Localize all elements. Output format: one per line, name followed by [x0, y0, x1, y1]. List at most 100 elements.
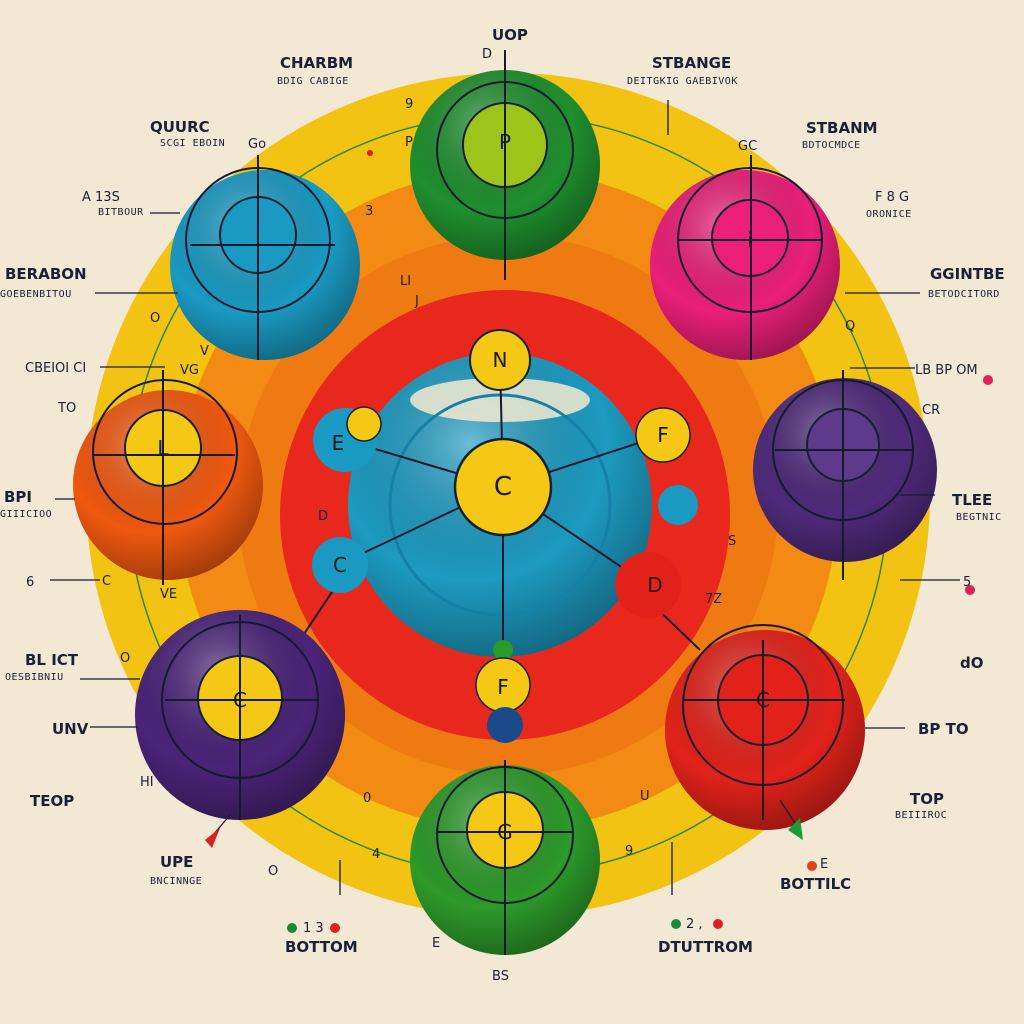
sphere-letter: C — [756, 688, 770, 712]
svg-text:CHARBM: CHARBM — [280, 54, 353, 72]
svg-text:BS: BS — [492, 969, 509, 984]
svg-text:E: E — [332, 431, 345, 455]
svg-text:GIIICIOO: GIIICIOO — [0, 509, 52, 520]
dot — [807, 861, 817, 871]
sphere-letter: i — [840, 438, 846, 462]
sphere-top: P — [410, 50, 600, 275]
particle-e: E — [313, 406, 382, 472]
particle-f-right: F — [635, 407, 691, 463]
svg-text:BOTTILC: BOTTILC — [780, 875, 851, 893]
svg-text:6: 6 — [26, 575, 34, 590]
sphere-left: L — [73, 370, 263, 585]
svg-text:P: P — [405, 135, 413, 150]
particle-c-left: C — [312, 537, 368, 593]
svg-text:STBANGE: STBANGE — [652, 54, 731, 72]
red-dot — [367, 150, 373, 156]
particle-small-cyan — [658, 485, 698, 525]
svg-text:F 8 G: F 8 G — [875, 190, 909, 205]
svg-text:F: F — [657, 423, 669, 447]
svg-text:C: C — [102, 574, 111, 589]
svg-text:BDTOCMDCE: BDTOCMDCE — [802, 140, 861, 151]
sphere-top-right: i — [650, 155, 840, 360]
svg-text:F: F — [497, 675, 509, 699]
svg-text:VE: VE — [160, 587, 177, 602]
particle-d: D — [615, 552, 681, 618]
svg-text:9: 9 — [405, 97, 413, 112]
particle-f-bottom: F — [475, 640, 531, 743]
sphere-bottom: G — [410, 760, 600, 955]
svg-text:BETODCITORD: BETODCITORD — [928, 289, 1000, 300]
svg-text:LB BP OM: LB BP OM — [915, 363, 978, 378]
sphere-letter: G — [497, 820, 513, 844]
red-arrowhead-icon — [205, 828, 220, 848]
svg-text:V: V — [200, 344, 209, 359]
svg-text:Q: Q — [845, 319, 855, 334]
svg-text:UPE: UPE — [160, 853, 193, 871]
svg-text:TO: TO — [57, 401, 76, 416]
svg-text:J: J — [414, 294, 419, 309]
svg-text:BOTTOM: BOTTOM — [285, 938, 358, 956]
svg-text:DEITGKIG GAEBIVOK: DEITGKIG GAEBIVOK — [627, 76, 738, 87]
svg-text:2 ,: 2 , — [686, 917, 703, 932]
svg-text:O: O — [120, 651, 130, 666]
svg-text:E: E — [432, 936, 440, 951]
top-label-title: UOP — [492, 26, 528, 44]
sphere-letter: I — [255, 226, 261, 250]
svg-text:dO: dO — [960, 654, 984, 672]
green-arrowhead-icon — [788, 818, 803, 840]
dot — [671, 919, 681, 929]
svg-text:GGINTBE: GGINTBE — [930, 265, 1005, 283]
svg-text:A 13S: A 13S — [82, 190, 120, 205]
svg-text:O: O — [150, 311, 160, 326]
svg-text:SCGI EBOIN: SCGI EBOIN — [160, 138, 225, 149]
svg-text:1 3: 1 3 — [303, 921, 324, 936]
svg-text:O: O — [268, 864, 278, 879]
svg-text:TEOP: TEOP — [30, 792, 74, 810]
dot — [330, 923, 340, 933]
sphere-bottom-right: C — [665, 624, 865, 830]
svg-text:UNV: UNV — [52, 720, 89, 738]
callout-lines — [50, 50, 960, 895]
svg-text:C: C — [333, 553, 347, 577]
svg-text:5: 5 — [963, 575, 971, 590]
svg-text:S: S — [728, 534, 736, 549]
svg-text:BPI: BPI — [4, 488, 32, 506]
svg-text:Go: Go — [248, 137, 266, 152]
svg-text:OESBIBNIU: OESBIBNIU — [5, 672, 64, 683]
svg-text:GOEBENBITOU: GOEBENBITOU — [0, 289, 72, 300]
svg-text:BEIIIROC: BEIIIROC — [895, 810, 947, 821]
svg-text:BERABON: BERABON — [5, 265, 87, 283]
svg-text:3: 3 — [365, 204, 373, 219]
svg-text:CBEIOI CI: CBEIOI CI — [25, 361, 86, 376]
svg-text:HI: HI — [140, 775, 154, 790]
sphere-letter: C — [233, 688, 247, 712]
svg-text:LI: LI — [400, 274, 411, 289]
dot — [713, 919, 723, 929]
svg-text:BL ICT: BL ICT — [25, 651, 79, 669]
svg-text:7Z: 7Z — [705, 592, 722, 607]
sphere-bottom-left: C — [135, 610, 345, 820]
svg-text:ORONICE: ORONICE — [866, 209, 912, 220]
svg-text:BEGTNIC: BEGTNIC — [956, 512, 1002, 523]
svg-text:E: E — [820, 857, 828, 872]
svg-text:BDIG CABIGE: BDIG CABIGE — [277, 76, 349, 87]
svg-text:U: U — [640, 789, 650, 804]
svg-text:DTUTTROM: DTUTTROM — [658, 938, 753, 956]
svg-text:VG: VG — [180, 363, 199, 378]
ring-marks: 9 P LI J 3 O V VG D VE C O 0 U 4 9 7Z S … — [102, 97, 855, 879]
svg-text:D: D — [647, 573, 662, 597]
sphere-letter: i — [747, 228, 753, 252]
svg-text:GC: GC — [738, 139, 757, 154]
svg-text:CR: CR — [922, 403, 940, 418]
sphere-letter: P — [499, 130, 511, 154]
svg-text:N: N — [493, 348, 508, 372]
dot — [287, 923, 297, 933]
dot — [965, 585, 975, 595]
svg-text:STBANM: STBANM — [806, 119, 878, 137]
svg-text:TOP: TOP — [910, 790, 944, 808]
svg-text:BNCINNGE: BNCINNGE — [150, 876, 202, 887]
svg-text:TLEE: TLEE — [952, 491, 992, 509]
particle-n: N — [469, 329, 531, 391]
